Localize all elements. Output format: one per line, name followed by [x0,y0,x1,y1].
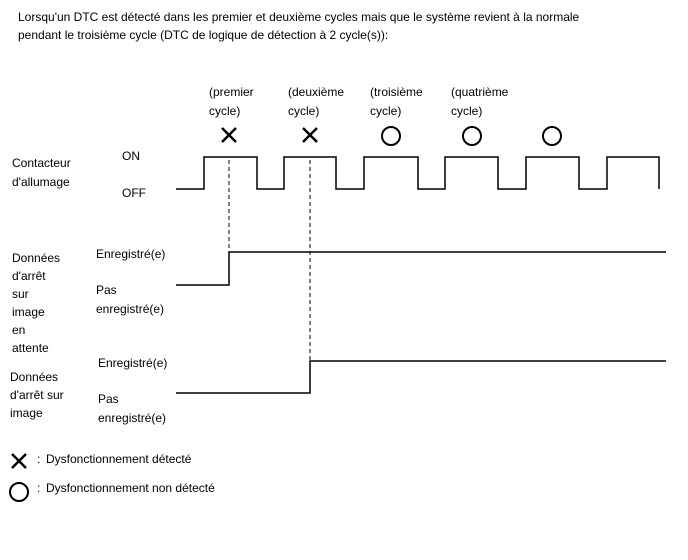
freeze-high-label: Enregistré(e) [98,356,167,370]
pending-label-line6: attente [12,341,49,355]
cycle-3-label-line2: cycle) [370,104,401,118]
freeze-waveform [176,360,666,394]
circle-icon [381,126,401,146]
cycle-3-label-line1: (troisième [370,85,423,99]
circle-icon [9,482,29,502]
cycle-labels: (premier cycle) (deuxième cycle) (troisi… [209,85,509,118]
cycle-1-label-line2: cycle) [209,104,240,118]
pending-low-label-line2: enregistré(e) [96,302,164,316]
cross-icon [221,127,237,143]
cycle-4-label-line2: cycle) [451,104,482,118]
freeze-low-label-line1: Pas [98,392,119,406]
pending-label-line3: sur [12,287,29,301]
cycle-1-label-line1: (premier [209,85,254,99]
cycle-2-label-line2: cycle) [288,104,319,118]
legend-detected-text: Dysfonctionnement détecté [46,452,192,466]
cross-icon [11,453,27,469]
cycle-3-status [381,126,401,146]
pending-freeze-frame-row: Données d'arrêt sur image en attente Enr… [12,247,666,355]
freeze-label-line1: Données [10,370,58,384]
cross-icon [302,127,318,143]
cycle-2-status [302,127,318,143]
legend-not-detected: : Dysfonctionnement non détecté [9,481,215,502]
pending-waveform [176,251,666,286]
pending-label-line4: image [12,305,45,319]
ignition-off-label: OFF [122,186,146,200]
cycle-2-label-line1: (deuxième [288,85,344,99]
pending-low-label-line1: Pas [96,283,117,297]
circle-icon [542,126,562,146]
ignition-row: Contacteur d'allumage ON OFF [12,149,660,200]
legend-detected: : Dysfonctionnement détecté [11,452,192,469]
freeze-label-line3: image [10,406,43,420]
freeze-low-label-line2: enregistré(e) [98,411,166,425]
intro-line-2: pendant le troisième cycle (DTC de logiq… [18,28,389,42]
legend-not-detected-separator: : [37,481,40,495]
pending-label-line2: d'arrêt [12,269,46,283]
ignition-label-line2: d'allumage [12,175,70,189]
intro-line-1: Lorsqu'un DTC est détecté dans les premi… [18,10,580,24]
legend: : Dysfonctionnement détecté : Dysfonctio… [9,452,215,502]
pending-label-line5: en [12,323,25,337]
pending-label-line1: Données [12,251,60,265]
legend-not-detected-text: Dysfonctionnement non détecté [46,481,215,495]
freeze-label-line2: d'arrêt sur [10,388,64,402]
ignition-waveform [176,156,660,190]
cycle-4-status [462,126,482,146]
cycle-4-label-line1: (quatrième [451,85,509,99]
cycle-1-status [221,127,237,143]
intro-text: Lorsqu'un DTC est détecté dans les premi… [18,8,678,44]
ignition-on-label: ON [122,149,140,163]
circle-icon [462,126,482,146]
legend-detected-separator: : [37,452,40,466]
pending-high-label: Enregistré(e) [96,247,165,261]
freeze-frame-row: Données d'arrêt sur image Enregistré(e) … [10,356,666,425]
cycle-5-status [542,126,562,146]
ignition-label-line1: Contacteur [12,156,71,170]
